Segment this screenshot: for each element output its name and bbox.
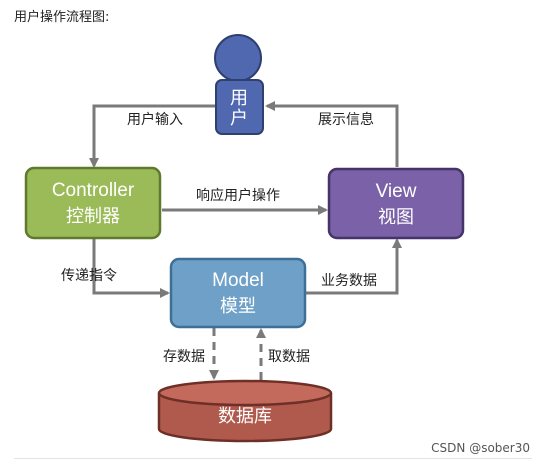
database-label: 数据库 [218, 406, 272, 427]
edge-model-to-view [306, 238, 402, 295]
user-body [215, 79, 264, 135]
view-node: View 视图 [327, 167, 465, 240]
edge-label-store-data: 存数据 [163, 349, 205, 365]
edge-user-to-controller [89, 104, 218, 168]
model-node: Model 模型 [169, 257, 307, 329]
edge-label-pass-command: 传递指令 [61, 268, 117, 284]
edge-label-user-input: 用户输入 [127, 111, 183, 128]
user-node: 用 户 [214, 34, 264, 135]
watermark: CSDN @sober30 [431, 441, 530, 455]
edge-controller-to-model [92, 238, 170, 298]
controller-label-zh: 控制器 [66, 206, 120, 227]
user-head [214, 34, 262, 82]
user-label-line2: 户 [230, 108, 248, 129]
model-label-en: Model [212, 270, 264, 291]
controller-node: Controller 控制器 [24, 166, 162, 240]
view-label-zh: 视图 [378, 207, 414, 228]
user-label-line1: 用 [230, 88, 248, 109]
controller-label-en: Controller [52, 180, 135, 201]
divider [14, 458, 532, 459]
model-label-zh: 模型 [220, 296, 256, 317]
edge-label-fetch-data: 取数据 [268, 349, 310, 365]
edge-view-to-user [265, 101, 399, 167]
database-node: 数据库 [157, 379, 333, 443]
page-title: 用户操作流程图: [14, 10, 110, 25]
view-label-en: View [376, 181, 417, 202]
edge-label-business-data: 业务数据 [321, 273, 377, 289]
edge-label-show-info: 展示信息 [318, 111, 374, 128]
edge-label-respond: 响应用户操作 [196, 187, 280, 204]
